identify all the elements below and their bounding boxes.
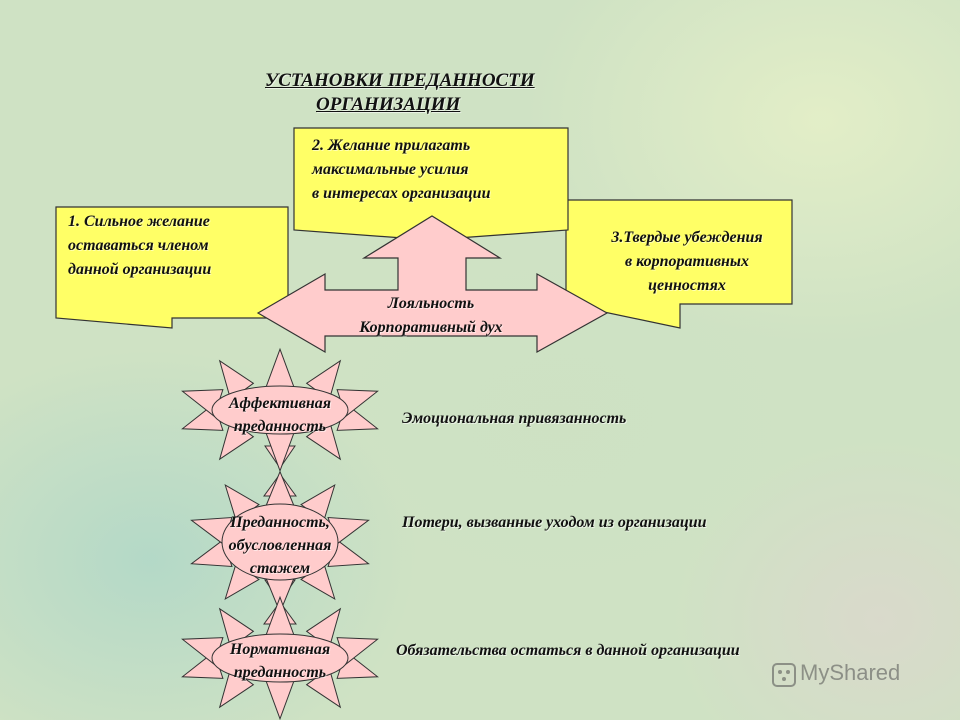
box-2-line-3: в интересах организации (312, 185, 491, 202)
star-1-description: Эмоциональная привязанность (402, 410, 627, 427)
star-1-label: Аффективная преданность (200, 392, 360, 438)
box-2-shape (293, 127, 569, 241)
star-1-ray (265, 347, 295, 388)
star-3-ray (265, 680, 295, 720)
box-2-line-1: 2. Желание прилагать (312, 137, 471, 154)
star-2-description: Потери, вызванные уходом из организации (402, 514, 707, 531)
star-2-label-line-3: стажем (249, 560, 311, 577)
title-line-1: УСТАНОВКИ ПРЕДАННОСТИ (265, 70, 535, 91)
box-1-line-2: оставаться членом (68, 237, 209, 254)
star-3-description: Обязательства остаться в данной организа… (396, 642, 740, 659)
star-2-label: Преданность, обусловленная стажем (198, 511, 362, 580)
star-shapes (181, 347, 379, 720)
box-1-shape (55, 206, 289, 329)
box-3-text: 3.Твердые убеждения в корпоративных ценн… (580, 226, 794, 298)
watermark-icon (772, 663, 796, 687)
star-1-label-line-1: Аффективная (229, 395, 331, 412)
box-3-line-3: ценностях (648, 277, 726, 294)
star-1-label-line-2: преданность (233, 418, 327, 435)
star-3-label: Нормативная преданность (200, 638, 360, 684)
multi-direction-arrow (256, 215, 609, 354)
star-3-core (211, 633, 349, 683)
arrow-center-text: Лояльность Корпоративный дух (330, 292, 532, 340)
box-3-line-1: 3.Твердые убеждения (611, 229, 763, 246)
box-1-line-3: данной организации (68, 261, 212, 278)
box-1-text: 1. Сильное желание оставаться членом дан… (68, 210, 211, 282)
title-line-2: ОРГАНИЗАЦИИ (316, 94, 461, 115)
star-3-label-line-2: преданность (233, 664, 327, 681)
star-1-core (211, 385, 349, 435)
arrow-center-line-1: Лояльность (387, 295, 475, 312)
box-2-text: 2. Желание прилагать максимальные усилия… (312, 134, 490, 206)
star-2-label-line-2: обусловленная (228, 537, 332, 554)
star-2-label-line-1: Преданность, (230, 514, 330, 531)
box-2-line-2: максимальные усилия (312, 161, 469, 178)
box-3-line-2: в корпоративных (624, 253, 750, 270)
arrow-center-line-2: Корпоративный дух (359, 319, 503, 336)
box-1-line-1: 1. Сильное желание (68, 213, 210, 230)
watermark-text: MyShared (800, 660, 901, 685)
star-3-label-line-1: Нормативная (229, 641, 331, 658)
star-2-core (221, 503, 339, 581)
